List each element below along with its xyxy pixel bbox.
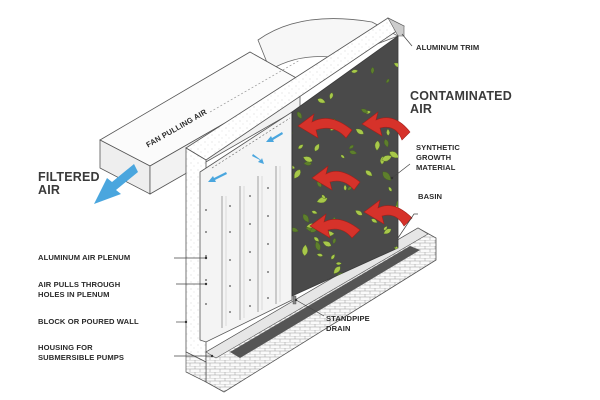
filtered-air-arrow [94, 164, 138, 204]
leaf-shape [335, 261, 342, 266]
leaf-shape [393, 62, 398, 68]
contaminated-air-label: CONTAMINATED AIR [410, 89, 512, 116]
leaf-shape [321, 194, 326, 199]
leaf-shape [388, 186, 392, 192]
leaf-shape [349, 150, 358, 155]
leaf-shape [355, 210, 363, 216]
leaf-shape [365, 170, 373, 177]
leaf-shape [302, 213, 309, 223]
leaf-shape [386, 128, 390, 136]
leaf-shape [396, 200, 398, 208]
leaf-shape [333, 266, 341, 274]
plenum-air-arrows [208, 132, 283, 182]
leaf-shape [383, 138, 389, 148]
leaf-shape [303, 161, 312, 166]
leaf-shape [383, 226, 388, 231]
leaf-shape [317, 98, 326, 104]
leaf-shape [371, 218, 378, 223]
leaf-shape [374, 140, 380, 151]
leaf-shape [292, 227, 299, 233]
standpipe-drain-label: STANDPIPE DRAIN [326, 314, 370, 333]
air-pulls-through-label: AIR PULLS THROUGH HOLES IN PLENUM [38, 280, 121, 299]
leaf-shape [313, 236, 320, 242]
synthetic-growth-material-label: SYNTHETIC GROWTH MATERIAL [416, 143, 460, 172]
aluminum-air-plenum-label: ALUMINUM AIR PLENUM [38, 253, 131, 262]
leaf-shape [399, 43, 402, 49]
basin [185, 227, 437, 393]
housing-submersible-pumps-label: HOUSING FOR SUBMERSIBLE PUMPS [38, 343, 125, 362]
leaf-shape [315, 241, 321, 251]
leaf-shape [314, 143, 320, 152]
leaf-shape [383, 228, 392, 235]
leaf-shape [329, 92, 334, 100]
leaf-shape [381, 155, 393, 162]
leaf-shape [370, 66, 375, 75]
leaf-shape [311, 210, 318, 214]
aluminum-trim-label: ALUMINUM TRIM [416, 43, 480, 52]
leaf-shape [347, 186, 353, 191]
leaf-shape [296, 111, 302, 120]
leaf-shape [351, 69, 359, 74]
leader-dots [184, 176, 394, 358]
leaf-shape [340, 154, 345, 159]
leaf-shape [348, 144, 354, 149]
basin-label: BASIN [418, 192, 443, 201]
leaf-shape [382, 171, 391, 181]
leaf-shape [343, 184, 347, 191]
leaf-shape [316, 253, 324, 257]
leaf-shape [330, 254, 335, 260]
leaf-shape [294, 169, 301, 179]
leaf-shape [302, 156, 313, 163]
leaf-shape [355, 128, 364, 135]
contaminated-air-arrows [297, 111, 413, 239]
leaf-shape [386, 78, 390, 84]
block-or-poured-wall-label: BLOCK OR POURED WALL [38, 317, 139, 326]
leaf-shape [298, 144, 304, 149]
leaf-shape [302, 244, 308, 257]
leaf-shape [360, 108, 368, 114]
aluminum-air-plenum [199, 111, 293, 343]
block-wall [185, 17, 405, 363]
leader-lines [174, 33, 418, 357]
filtered-air-label: FILTERED AIR [38, 170, 100, 197]
leaf-shape [322, 241, 332, 247]
leaf-shape [332, 237, 337, 245]
